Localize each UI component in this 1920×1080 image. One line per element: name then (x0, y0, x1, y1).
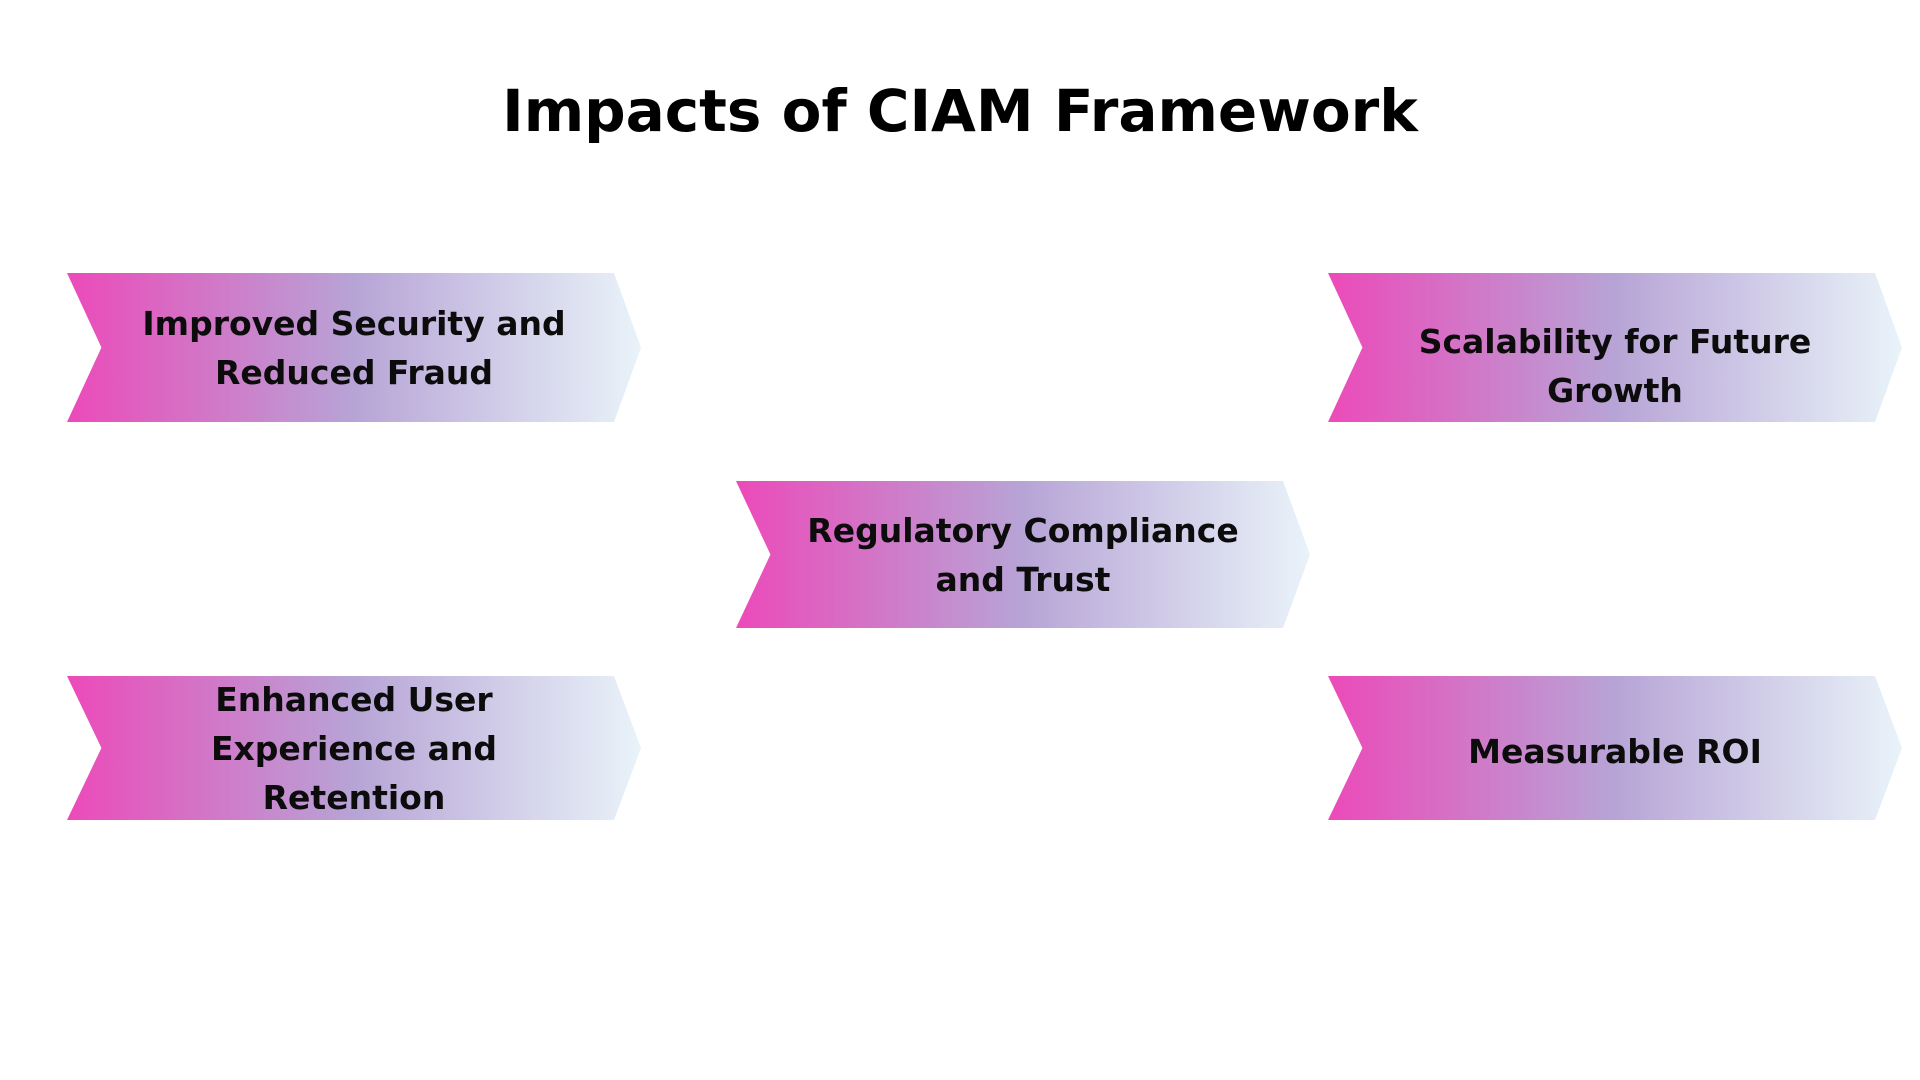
chevron-label: Measurable ROI (1468, 731, 1762, 771)
chevron-regulatory-compliance: Regulatory Compliance and Trust (736, 481, 1310, 628)
page-title: Impacts of CIAM Framework (502, 77, 1418, 145)
chevron-label: Improved Security and Reduced Fraud (142, 303, 566, 392)
chevron-measurable-roi: Measurable ROI (1328, 676, 1902, 820)
chevron-improved-security: Improved Security and Reduced Fraud (67, 273, 641, 422)
chevron-label: Scalability for Future Growth (1418, 321, 1812, 410)
chevron-label: Enhanced User Experience and Retention (210, 679, 498, 817)
chevron-enhanced-user-experience: Enhanced User Experience and Retention (67, 676, 641, 820)
chevron-label: Regulatory Compliance and Trust (807, 510, 1239, 599)
chevron-scalability: Scalability for Future Growth (1328, 273, 1902, 422)
